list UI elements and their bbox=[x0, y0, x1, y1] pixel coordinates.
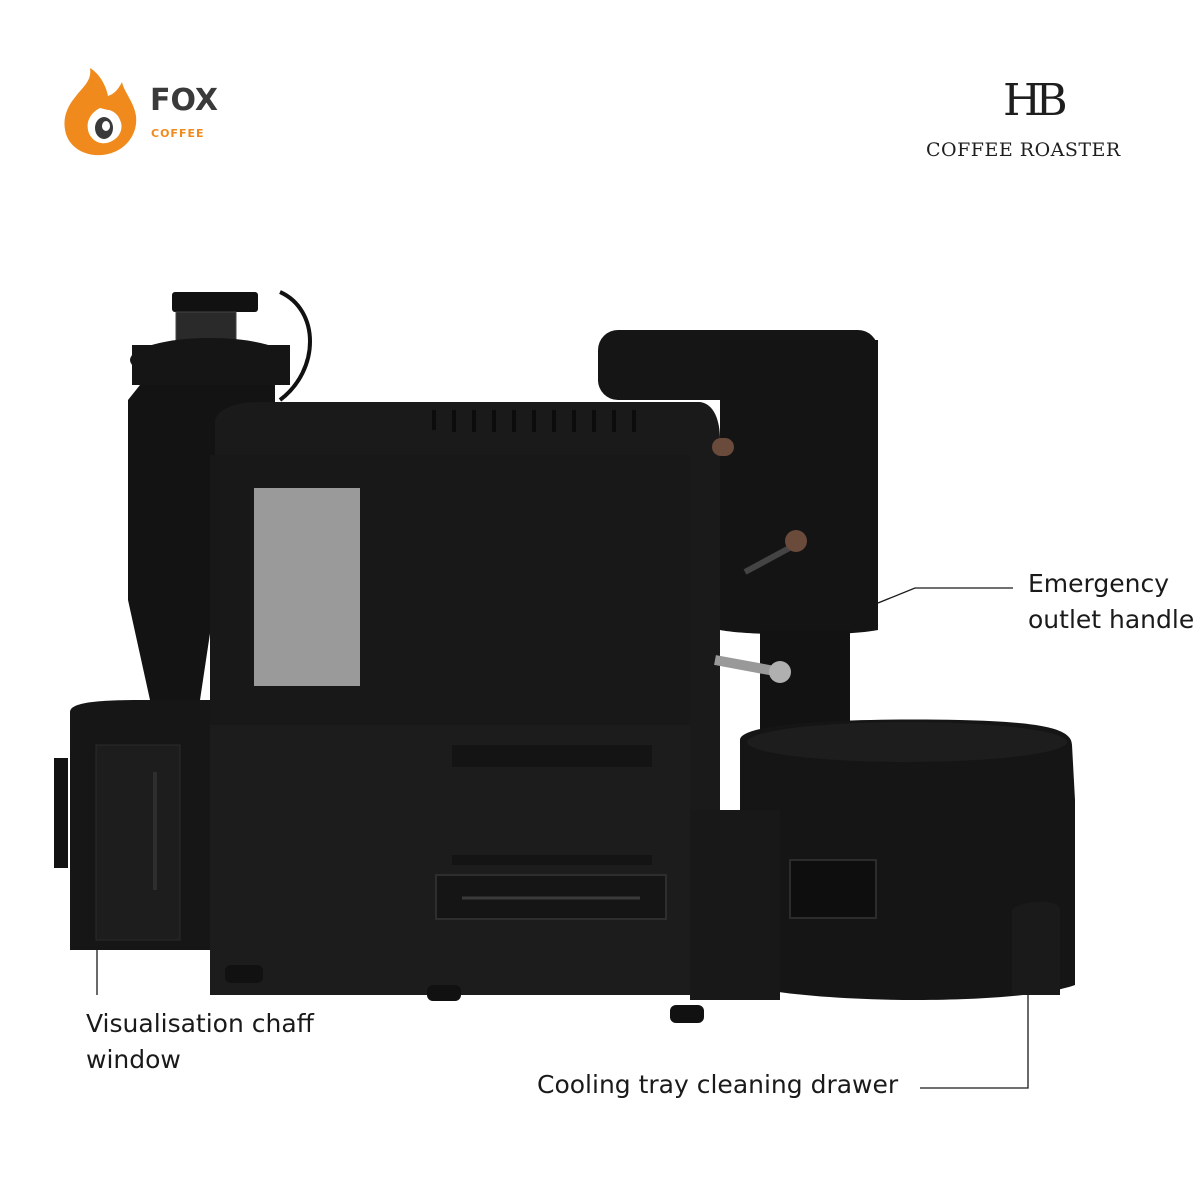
cyclone-body bbox=[128, 385, 275, 700]
drum-column bbox=[720, 340, 878, 635]
callout-emergency-line2: outlet handle bbox=[1028, 605, 1195, 634]
hb-monogram: HB bbox=[1003, 75, 1068, 126]
fox-brand-name: FOX bbox=[150, 83, 219, 118]
lower-body-panel bbox=[210, 725, 690, 995]
coffee-roaster-image bbox=[54, 290, 1075, 1023]
fox-coffee-logo bbox=[62, 62, 222, 162]
chimney-mesh bbox=[175, 311, 237, 343]
callout-chaff-line2: window bbox=[86, 1045, 181, 1074]
power-cable bbox=[278, 290, 312, 402]
callout-emergency-outlet: Emergency outlet handle bbox=[1028, 566, 1200, 638]
cooling-tray bbox=[740, 719, 1075, 1000]
cooling-tray-drawer bbox=[789, 859, 877, 919]
callout-chaff-line1: Visualisation chaff bbox=[86, 1009, 314, 1038]
handle-upper bbox=[712, 438, 734, 456]
callout-emergency-line1: Emergency bbox=[1028, 569, 1170, 598]
chimney-cap bbox=[172, 292, 258, 312]
callout-cooling-drawer: Cooling tray cleaning drawer bbox=[537, 1070, 899, 1099]
viewing-window bbox=[254, 488, 360, 686]
hb-brand-name: COFFEE ROASTER bbox=[926, 139, 1121, 161]
callout-chaff-window: Visualisation chaff window bbox=[86, 1006, 314, 1078]
fox-flame-icon bbox=[64, 68, 137, 156]
fox-brand-tagline: COFFEE bbox=[151, 127, 205, 140]
chaff-window-door bbox=[95, 744, 181, 941]
